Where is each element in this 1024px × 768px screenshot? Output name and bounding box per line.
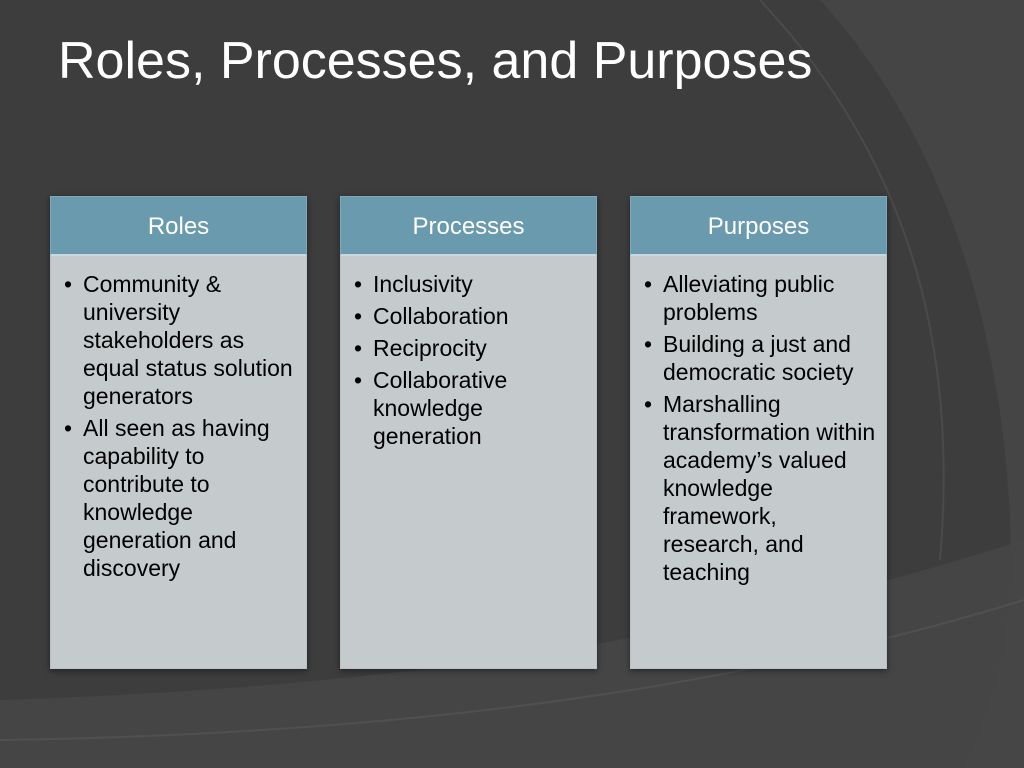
bullet-list-purposes: Alleviating public problems Building a j… [641,270,878,586]
column-processes: Processes Inclusivity Collaboration Reci… [340,196,597,669]
list-item: Building a just and democratic society [641,330,878,386]
column-purposes: Purposes Alleviating public problems Bui… [630,196,887,669]
list-item: Collaborative knowledge generation [351,366,588,450]
list-item: Marshalling transformation within academ… [641,390,878,586]
list-item: Community & university stakeholders as e… [61,270,298,410]
column-header-roles: Roles [50,196,307,256]
column-header-purposes: Purposes [630,196,887,256]
column-body-processes: Inclusivity Collaboration Reciprocity Co… [340,256,597,669]
list-item: Collaboration [351,302,588,330]
list-item: Inclusivity [351,270,588,298]
bullet-list-processes: Inclusivity Collaboration Reciprocity Co… [351,270,588,450]
column-body-roles: Community & university stakeholders as e… [50,256,307,669]
list-item: Alleviating public problems [641,270,878,326]
bullet-list-roles: Community & university stakeholders as e… [61,270,298,582]
list-item: Reciprocity [351,334,588,362]
slide-title: Roles, Processes, and Purposes [58,32,813,90]
list-item: All seen as having capability to contrib… [61,414,298,582]
column-header-processes: Processes [340,196,597,256]
column-roles: Roles Community & university stakeholder… [50,196,307,669]
column-body-purposes: Alleviating public problems Building a j… [630,256,887,669]
